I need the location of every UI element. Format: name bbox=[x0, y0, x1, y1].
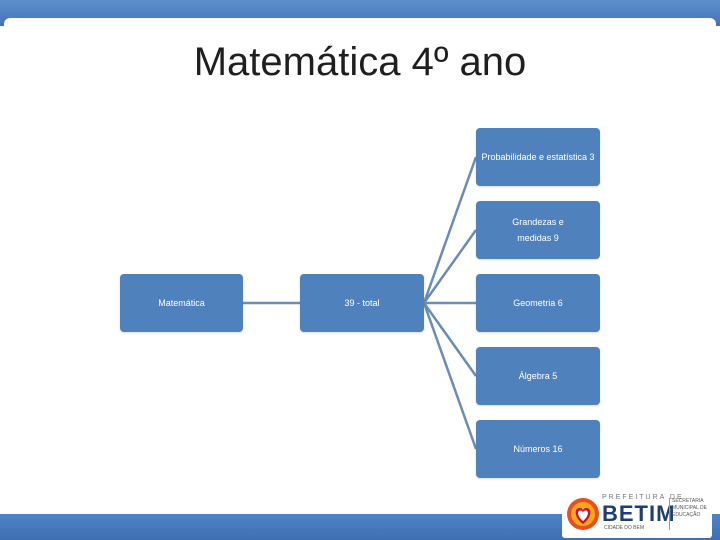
node-total: 39 - total bbox=[300, 274, 424, 332]
connector-child-4 bbox=[422, 302, 478, 377]
node-label: Álgebra 5 bbox=[518, 371, 558, 381]
node-matematica: Matemática bbox=[120, 274, 243, 332]
node-grandezas-medidas: Grandezas e medidas 9 bbox=[476, 201, 600, 259]
slide-title: Matemática 4º ano bbox=[193, 40, 527, 84]
node-total-label: 39 - total bbox=[344, 298, 380, 308]
logo-main-text: BETIM bbox=[602, 501, 676, 526]
node-algebra: Álgebra 5 bbox=[476, 347, 600, 405]
logo-divider bbox=[669, 498, 670, 530]
betim-logo: PREFEITURA DE BETIM CIDADE DO BEM SECRET… bbox=[562, 492, 712, 538]
node-label: Geometria 6 bbox=[513, 298, 563, 308]
logo-right-line: SECRETARIA bbox=[672, 498, 704, 504]
top-bar bbox=[0, 0, 720, 26]
connector-child-5 bbox=[422, 302, 478, 450]
logo-sub-text: CIDADE DO BEM bbox=[604, 525, 645, 531]
connector-child-2 bbox=[422, 229, 478, 304]
connector-child-1 bbox=[422, 156, 478, 304]
node-label: Probabilidade e estatística 3 bbox=[481, 152, 595, 162]
heart-icon bbox=[567, 498, 599, 530]
logo-top-text: PREFEITURA DE bbox=[602, 494, 684, 501]
node-label-line-1: Grandezas e bbox=[512, 217, 564, 227]
node-numeros: Números 16 bbox=[476, 420, 600, 478]
node-geometria: Geometria 6 bbox=[476, 274, 600, 332]
node-label: Números 16 bbox=[513, 444, 563, 454]
node-matematica-label: Matemática bbox=[158, 298, 205, 308]
logo-right-text: SECRETARIA MUNICIPAL DE EDUCAÇÃO bbox=[672, 498, 707, 519]
logo-right-line: EDUCAÇÃO bbox=[672, 512, 701, 518]
node-label-line-2: medidas 9 bbox=[517, 233, 559, 243]
node-probabilidade-estatistica: Probabilidade e estatística 3 bbox=[476, 128, 600, 186]
logo-right-line: MUNICIPAL DE bbox=[672, 505, 708, 511]
